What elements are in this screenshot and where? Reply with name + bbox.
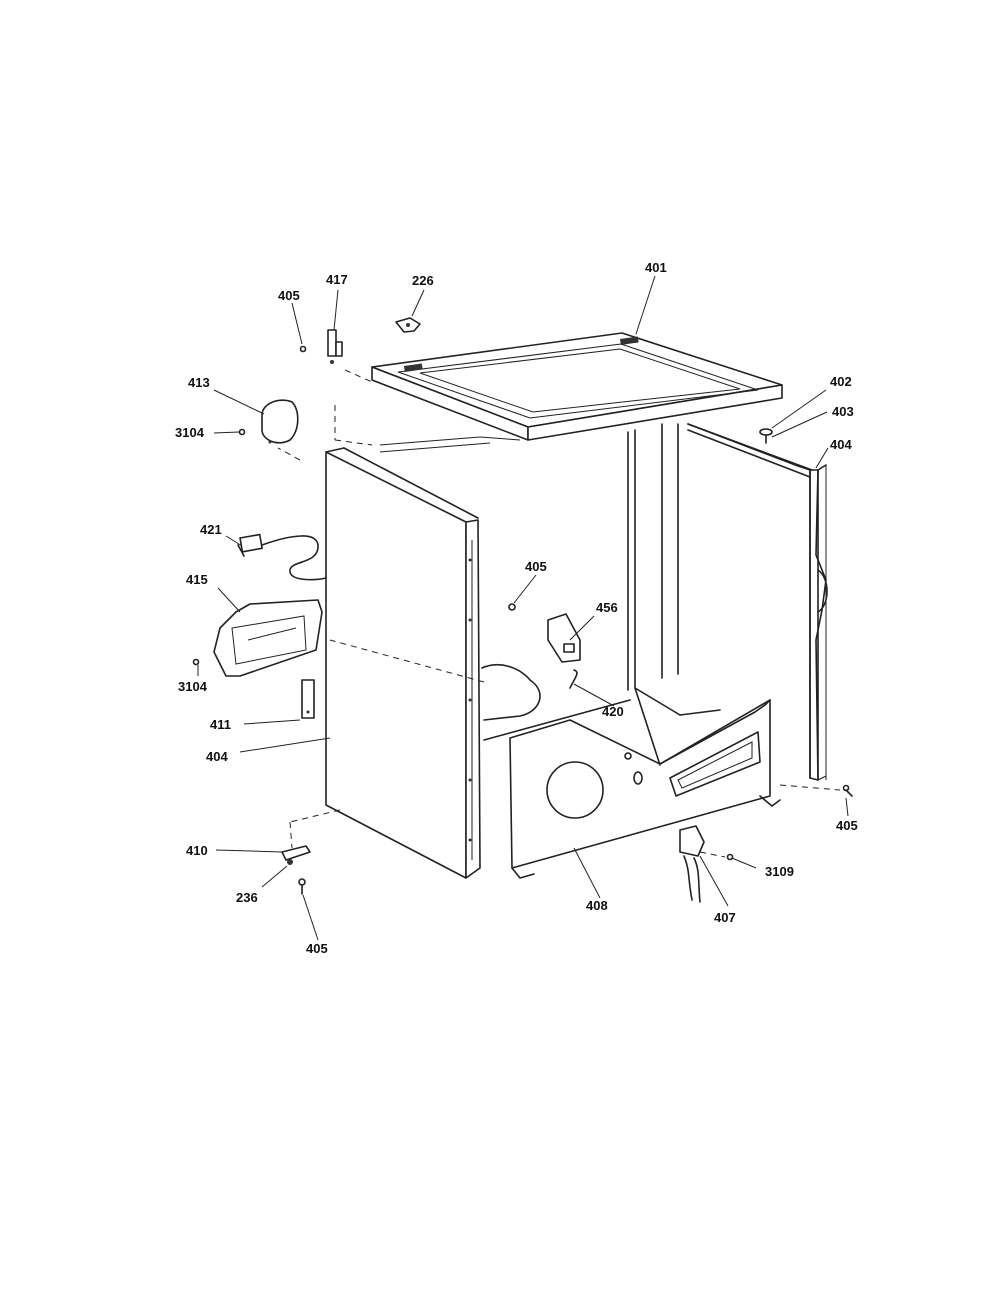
part-407-sensor — [679, 825, 705, 903]
part-411-switch — [301, 679, 315, 719]
part-415-bracket — [213, 599, 323, 677]
label-411: 411 — [210, 717, 231, 732]
label-405-mid: 405 — [525, 559, 547, 574]
label-3104-top: 3104 — [175, 425, 205, 440]
label-407: 407 — [714, 910, 736, 925]
label-415: 415 — [186, 572, 208, 587]
label-226: 226 — [412, 273, 434, 288]
label-3104-left: 3104 — [178, 679, 208, 694]
label-408: 408 — [586, 898, 608, 913]
rear-frame — [379, 423, 679, 691]
part-labels: 401 226 417 405 413 3104 402 403 404 421… — [175, 260, 858, 956]
part-405-screw-top — [299, 345, 307, 353]
top-panel — [371, 332, 783, 441]
label-410: 410 — [186, 843, 208, 858]
label-401: 401 — [645, 260, 667, 275]
part-405-screw-mid — [508, 603, 516, 611]
label-405-top: 405 — [278, 288, 300, 303]
part-226-clip — [395, 317, 421, 333]
assembly-lines — [277, 369, 841, 858]
part-456-bracket — [547, 613, 581, 663]
part-420-clip — [569, 669, 578, 689]
label-404-left: 404 — [206, 749, 228, 764]
part-421-power-cord — [237, 533, 327, 581]
base — [634, 687, 721, 766]
label-421: 421 — [200, 522, 222, 537]
front-panel — [509, 699, 781, 879]
part-417-bracket — [327, 329, 343, 364]
part-3104-screw-a — [238, 428, 246, 436]
label-236: 236 — [236, 890, 258, 905]
label-403: 403 — [832, 404, 854, 419]
part-3104-screw-b — [192, 658, 200, 666]
label-420: 420 — [602, 704, 624, 719]
left-side-panel — [325, 447, 481, 879]
label-456: 456 — [596, 600, 618, 615]
label-413: 413 — [188, 375, 210, 390]
part-410-foot-bracket — [281, 845, 311, 865]
label-405-right: 405 — [836, 818, 858, 833]
label-417: 417 — [326, 272, 348, 287]
right-side-panel — [687, 423, 828, 781]
label-405-bottom: 405 — [306, 941, 328, 956]
label-404-right: 404 — [830, 437, 852, 452]
leader-lines — [197, 275, 849, 941]
back-cutout — [481, 664, 631, 741]
part-405-screw-right — [842, 784, 853, 797]
label-3109: 3109 — [765, 864, 794, 879]
part-405-screw-bottom — [298, 878, 306, 895]
part-402-403-washer — [759, 428, 773, 444]
label-402: 402 — [830, 374, 852, 389]
part-413-cover — [261, 399, 299, 444]
part-3109-screw — [726, 853, 734, 861]
